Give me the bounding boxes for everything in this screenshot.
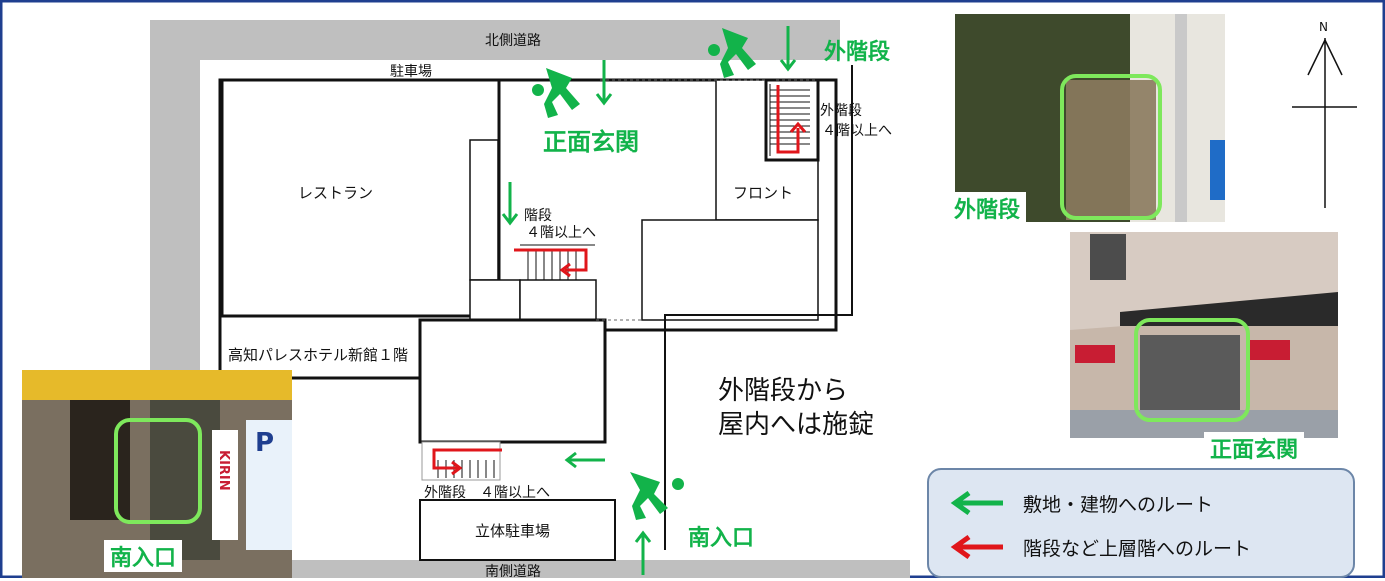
- exit-figure-main: [532, 68, 580, 118]
- driveway-line: [664, 65, 853, 550]
- entrance-outer-stairs-label: 外階段: [824, 40, 891, 65]
- legend-row-green: 敷地・建物へのルート: [949, 488, 1213, 518]
- south-stair-red-route: [432, 448, 502, 470]
- north-road: [150, 20, 840, 378]
- parking-structure: [419, 499, 616, 561]
- photo-sign-p: P: [255, 428, 275, 458]
- south-stair-label: 外階段 ４階以上へ: [424, 485, 550, 501]
- restaurant-label: レストラン: [298, 184, 374, 202]
- restaurant-room: [220, 78, 501, 318]
- north-stair-label-1: 外階段: [820, 103, 862, 119]
- note-line-2: 屋内へは施錠: [718, 410, 875, 440]
- legend-row-red: 階段など上層階へのルート: [949, 532, 1251, 562]
- exit-figure-top: [708, 28, 756, 78]
- note-line-1: 外階段から: [718, 376, 849, 406]
- inner-stair-red-route: [514, 248, 588, 272]
- photo-caption-south-entrance: 南入口: [104, 540, 183, 572]
- south-road: [290, 560, 910, 578]
- entrance-south-label: 南入口: [688, 526, 755, 551]
- parking-structure-label: 立体駐車場: [475, 522, 551, 540]
- inner-stair-label-1: 階段: [524, 208, 552, 224]
- photo-sign-kirin: KIRIN: [216, 450, 231, 491]
- route-legend: 敷地・建物へのルート 階段など上層階へのルート: [927, 468, 1355, 578]
- parking-label: 駐車場: [390, 64, 432, 80]
- legend-green-label: 敷地・建物へのルート: [1023, 493, 1214, 516]
- lower-right-room: [641, 219, 819, 321]
- highlight-south-entrance: [114, 418, 202, 524]
- exit-figure-south: [630, 472, 684, 520]
- red-arrow-icon: [950, 535, 1003, 559]
- north-stair-label-2: ４階以上へ: [822, 123, 892, 139]
- inner-stair-label-2: ４階以上へ: [526, 225, 596, 241]
- compass-north-label: N: [1319, 20, 1328, 34]
- north-road-label: 北側道路: [485, 33, 541, 49]
- green-arrow-icon: [950, 491, 1003, 515]
- legend-red-label: 階段など上層階へのルート: [1023, 537, 1252, 560]
- photo-caption-main-entrance: 正面玄関: [1204, 432, 1305, 464]
- south-road-label: 南側道路: [485, 564, 541, 580]
- front-label: フロント: [733, 184, 794, 202]
- lower-center-room: [418, 318, 607, 444]
- inner-box-2: [519, 279, 597, 321]
- highlight-outer-stairs: [1060, 74, 1162, 220]
- green-route-arrows: [501, 26, 797, 575]
- photo-caption-outer-stairs: 外階段: [948, 192, 1027, 224]
- floor-title: 高知パレスホテル新館１階: [228, 346, 409, 364]
- compass: [1292, 38, 1357, 208]
- north-stair-red-route: [776, 85, 800, 154]
- entrance-main-label: 正面玄関: [543, 128, 639, 156]
- inner-column: [469, 139, 499, 281]
- highlight-main-entrance: [1134, 318, 1250, 422]
- inner-box: [469, 279, 521, 321]
